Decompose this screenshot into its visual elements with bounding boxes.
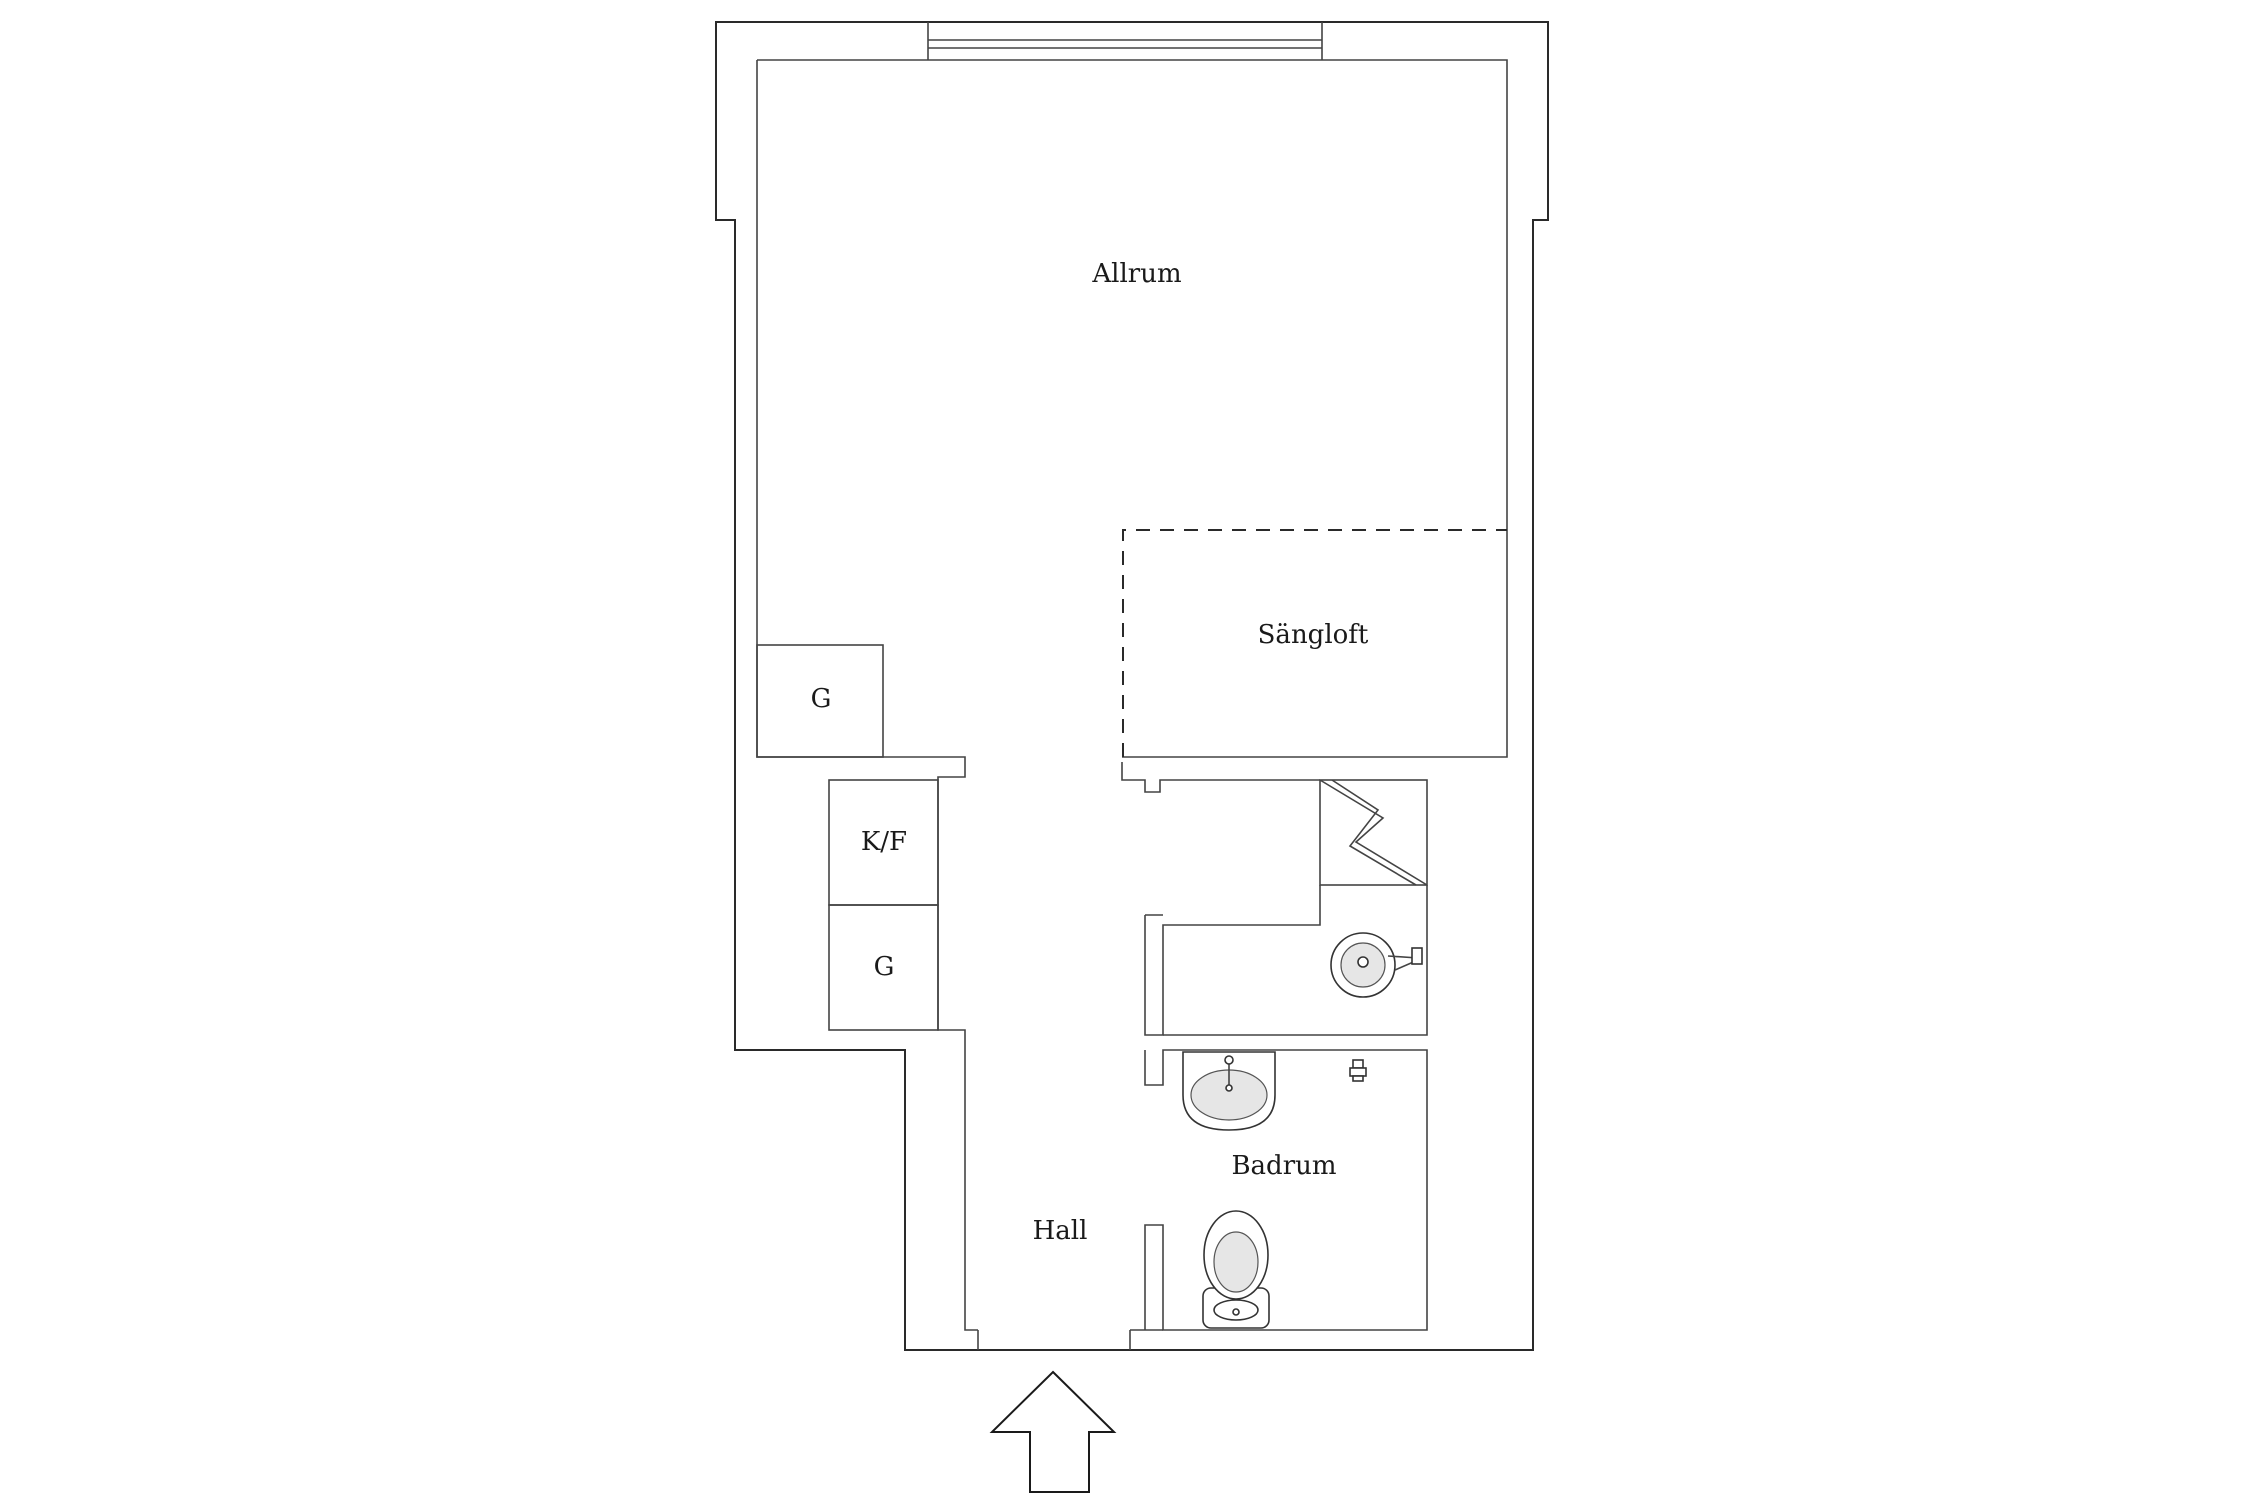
outer-wall: [715, 21, 1549, 1351]
inner-wall-left: [756, 60, 978, 1331]
storage-label-kitchen: K/F: [861, 827, 907, 857]
room-label-badrum: Badrum: [1231, 1151, 1336, 1181]
storage-label-wardrobe-lower: G: [874, 952, 895, 982]
wardrobe-upper: [756, 644, 884, 758]
wardrobe-lower: [828, 904, 939, 1031]
sleeping-loft-outline: [1122, 529, 1507, 757]
storage-label-wardrobe-upper: G: [811, 684, 832, 714]
entrance-arrow: [989, 1370, 1117, 1493]
room-label-sangloft: Sängloft: [1258, 620, 1369, 650]
loft-wall-stub: [1121, 762, 1320, 793]
washer-icon: [1330, 932, 1423, 998]
room-label-hall: Hall: [1033, 1216, 1088, 1246]
window-top: [927, 22, 1323, 60]
bathroom-wall: [1144, 1049, 1428, 1331]
laundry-alcove-wall: [1144, 885, 1321, 1036]
bathroom-sink-icon: [1182, 1051, 1276, 1131]
toilet-icon: [1202, 1210, 1270, 1329]
inner-wall-main: [757, 59, 1508, 758]
bathroom-tap-icon: [1349, 1059, 1367, 1082]
room-label-allrum: Allrum: [1091, 259, 1181, 289]
laundry-alcove-inner: [1163, 885, 1428, 1036]
electrical-shaft: [1319, 779, 1428, 886]
